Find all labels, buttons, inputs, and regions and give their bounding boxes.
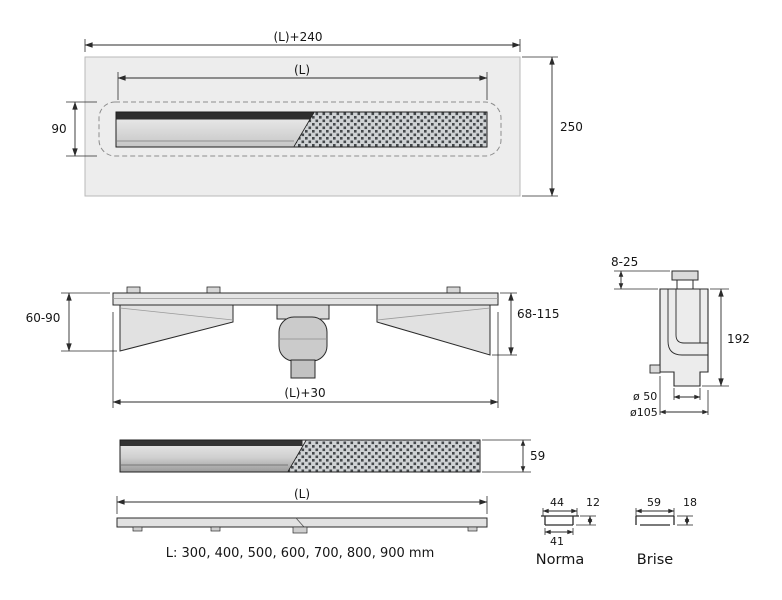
norma-inner-width-label: 41 <box>550 535 564 548</box>
section-body-outline <box>659 288 709 387</box>
profile-bar <box>116 517 488 528</box>
profile-foot-3 <box>467 526 478 532</box>
dim-section-height-label: 192 <box>727 332 750 346</box>
grate-transition-line <box>293 112 315 147</box>
dim-floor-offset-label: 8-25 <box>611 255 638 269</box>
brise-name-label: Brise <box>637 552 673 568</box>
channel-side-view: 59 <box>119 439 545 473</box>
right-wing-flange <box>376 304 491 356</box>
dim-channel-height: 59 <box>482 439 545 473</box>
length-options-note: L: 300, 400, 500, 600, 700, 800, 900 mm <box>166 546 435 561</box>
dim-total-length: (L)+30 <box>112 312 499 408</box>
profile-center-clip <box>292 526 308 534</box>
brise-width-label: 59 <box>647 496 661 509</box>
grate-brise: 59 18 Brise <box>635 496 697 568</box>
channel-side-grate-area <box>288 440 480 472</box>
dim-left-height: 60-90 <box>26 292 117 352</box>
profile-foot-2 <box>210 526 221 532</box>
norma-profile-shape <box>541 515 579 526</box>
mount-tab-left <box>126 286 141 294</box>
install-zone-dashed-outline <box>98 101 502 157</box>
grate-norma: 44 12 41 Norma <box>536 496 600 568</box>
dim-total-depth: 250 <box>522 56 583 197</box>
section-foot <box>649 364 661 374</box>
dim-total-width-label: (L)+240 <box>273 30 322 44</box>
dim-profile-length-label: (L) <box>294 487 310 501</box>
dim-total-length-label: (L)+30 <box>284 386 325 400</box>
profile-seam-line <box>295 517 305 528</box>
dim-flange-diameter-label: ø105 <box>630 406 658 419</box>
dim-right-height-label: 68-115 <box>517 307 560 321</box>
dim-channel-width: 90 <box>51 101 97 157</box>
dim-channel-width-label: 90 <box>51 122 66 136</box>
front-view: 60-90 68-115 (L)+30 <box>26 286 560 408</box>
norma-name-label: Norma <box>536 552 584 568</box>
channel-side-dark-strip <box>120 440 303 446</box>
dim-floor-offset: 8-25 <box>611 255 670 290</box>
norma-height-label: 12 <box>586 496 600 509</box>
section-grate-cap <box>671 270 699 281</box>
right-wing-fold-line <box>376 307 491 321</box>
norma-width-label: 44 <box>550 496 564 509</box>
mount-tab-mid <box>206 286 221 294</box>
dim-channel-length-label: (L) <box>294 63 310 77</box>
dim-outlet-diameter: ø 50 <box>633 388 701 403</box>
siphon-outlet <box>290 359 316 379</box>
top-view: (L)+240 (L) 90 250 <box>51 30 583 197</box>
grate-perforated-area <box>294 112 487 147</box>
dim-section-height: 192 <box>702 288 750 387</box>
channel-side-transition-line <box>287 440 307 472</box>
section-trap-inner-wall <box>675 289 708 344</box>
profile-foot-1 <box>132 526 143 532</box>
section-view: 8-25 192 ø 50 ø105 <box>611 255 750 419</box>
dim-left-height-label: 60-90 <box>26 311 61 325</box>
profile-view: (L) <box>116 487 488 534</box>
dim-total-width: (L)+240 <box>84 30 521 52</box>
section-trap-outer-wall <box>667 289 708 356</box>
left-wing-flange <box>119 304 234 352</box>
dim-channel-length: (L) <box>117 63 488 100</box>
top-plate <box>112 292 499 306</box>
channel-edge-dark-strip <box>116 112 315 120</box>
brise-height-label: 18 <box>683 496 697 509</box>
dim-outlet-diameter-label: ø 50 <box>633 390 657 403</box>
brise-profile-shape <box>635 515 675 526</box>
dim-total-depth-label: 250 <box>560 120 583 134</box>
dim-profile-length: (L) <box>116 487 488 514</box>
mount-tab-right <box>446 286 461 294</box>
dim-flange-diameter: ø105 <box>630 376 709 419</box>
left-wing-fold-line <box>119 307 234 321</box>
dim-channel-height-label: 59 <box>530 449 545 463</box>
dim-right-height: 68-115 <box>492 292 560 356</box>
